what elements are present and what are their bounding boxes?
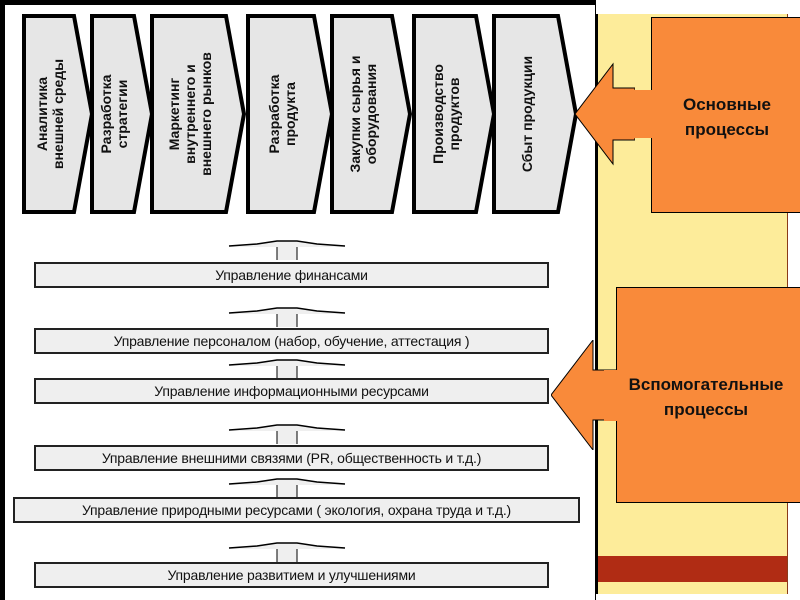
- support-process-item: Управление финансами: [34, 262, 549, 288]
- main-processes-arrow-icon: [575, 62, 635, 166]
- chevron-shape: [246, 14, 334, 214]
- support-process-item: Управление внешними связями (PR, обществ…: [34, 445, 549, 471]
- up-arrow-icon: [228, 307, 346, 327]
- process-step-label-line: продуктов: [446, 77, 462, 151]
- process-step-label-line: Закупки сырья и: [347, 55, 363, 173]
- process-step-label-line: Производство: [430, 64, 446, 164]
- process-step-label-line: Разработка: [98, 74, 114, 154]
- chevron-shape: [492, 14, 578, 214]
- main-processes-arrow-fill: [612, 90, 654, 138]
- process-step-7: Сбыт продукции: [492, 14, 578, 214]
- process-step-label-line: стратегии: [114, 79, 130, 149]
- side-panel-footer-bar: [598, 556, 787, 582]
- process-step-label-line: продукта: [282, 82, 298, 146]
- support-process-item: Управление природными ресурсами ( эколог…: [13, 497, 580, 523]
- process-step-label-line: Маркетинг: [166, 77, 182, 151]
- main-processes-title-line1: Основные: [682, 95, 772, 114]
- main-processes-box: [651, 17, 800, 213]
- process-step-label-line: Разработка: [266, 74, 282, 154]
- support-processes-arrow-icon: [551, 340, 621, 450]
- support-process-item: Управление информационными ресурсами: [34, 378, 549, 404]
- support-process-item: Управление развитием и улучшениями: [34, 562, 549, 588]
- up-arrow-icon: [228, 240, 346, 260]
- process-step-label-line: Сбыт продукции: [519, 55, 535, 173]
- support-processes-box: [616, 287, 800, 503]
- main-processes-title-line2: процессы: [684, 120, 770, 139]
- support-processes-title-line2: процессы: [663, 400, 749, 419]
- process-step-label: Сбыт продукции: [492, 14, 562, 214]
- chevron-shape: [330, 14, 412, 214]
- support-processes-title: Вспомогательные процессы: [608, 372, 800, 422]
- chevron-shape: [90, 14, 154, 214]
- up-arrow-icon: [228, 424, 346, 444]
- process-step-label-line: внешней среды: [50, 58, 66, 170]
- support-process-item: Управление персоналом (набор, обучение, …: [34, 328, 549, 354]
- main-processes-title: Основные процессы: [652, 92, 800, 142]
- chevron-shape: [22, 14, 94, 214]
- chevron-shape: [150, 14, 246, 214]
- chevron-shape: [412, 14, 496, 214]
- support-processes-title-line1: Вспомогательные: [628, 375, 784, 394]
- up-arrow-icon: [228, 359, 346, 379]
- process-step-label-line: внешнего рынков: [198, 52, 214, 176]
- up-arrow-icon: [228, 542, 346, 562]
- support-processes-arrow-fill: [604, 370, 620, 421]
- up-arrow-icon: [228, 478, 346, 498]
- process-step-label-line: оборудования: [363, 63, 379, 165]
- process-step-label-line: внутреннего и: [182, 64, 198, 164]
- process-step-label-line: Аналитика: [34, 76, 50, 152]
